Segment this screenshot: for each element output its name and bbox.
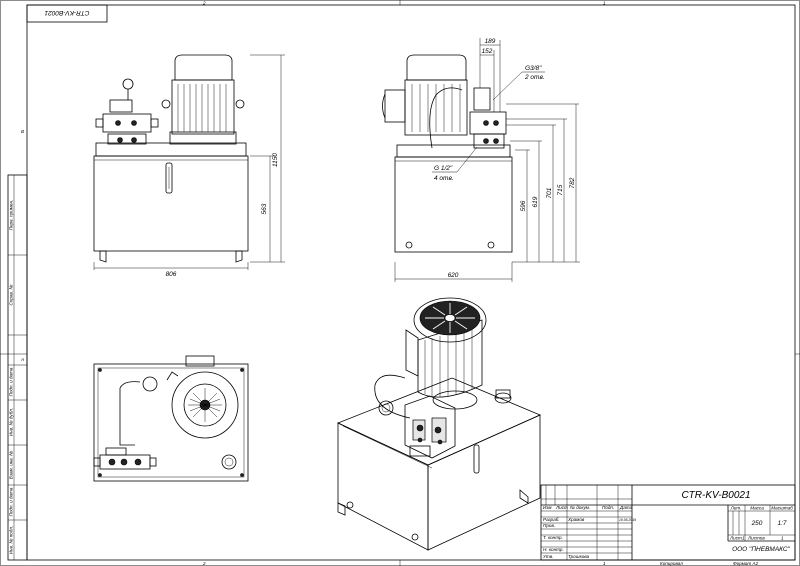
side-height-dim-3: 715 (557, 184, 564, 195)
tb-header-izm: Изм (543, 505, 552, 510)
tb-header-doc: № докум. (570, 505, 590, 510)
top-view (93, 355, 249, 482)
rotated-code: CTR-KV-B0021 (44, 9, 89, 16)
tb-col-lit: Лит. (730, 506, 742, 511)
stamp-label-2: Подп. и дата (9, 367, 14, 396)
port-g38-label: G3/8" (525, 65, 542, 72)
drawing-frame (26, 4, 796, 561)
top-motor-circle (171, 371, 239, 439)
front-view: 806 563 1150 (93, 54, 285, 278)
stamp-label-6: Инв. № подл. (9, 526, 14, 555)
front-total-height-dim: 1150 (272, 153, 279, 167)
zone-left-b: В (21, 129, 24, 134)
front-tank-height-dim: 563 (261, 203, 268, 214)
stamp-label-3: Инв. № дубл. (9, 408, 14, 436)
iso-tank-left-face (337, 422, 429, 551)
tb-role-1: Пров. (543, 523, 555, 528)
tb-sheets-label: Листов (747, 536, 765, 541)
tb-role-0: Разраб. (543, 517, 560, 522)
front-valve-block (102, 113, 152, 133)
side-height-dim-1: 619 (532, 196, 539, 207)
zone-bottom-1: 1 (603, 561, 606, 566)
tb-scale-value: 1:7 (777, 520, 786, 527)
iso-tank-right-face (427, 414, 541, 551)
side-view: 620 596 619 701 715 782 189 152 G3/8 (382, 38, 580, 282)
stamp-label-5: Подп. и дата (9, 487, 14, 516)
side-width-dim: 620 (448, 272, 459, 279)
tb-header-list: Лист (555, 505, 568, 510)
tb-sheets-num: 1 (781, 536, 784, 541)
tb-developer-name: Храмов (567, 517, 585, 522)
tb-header-date: Дата (619, 505, 633, 510)
top-pipe (119, 388, 135, 446)
tb-col-scale: Масштаб (771, 506, 793, 511)
zone-bottom-2: 2 (202, 561, 206, 566)
copied-label: Копировал (660, 561, 683, 566)
iso-filler-cap (494, 392, 512, 404)
front-pressure-gauge (122, 78, 134, 90)
tb-company: ООО "ПНЕВМАКС" (732, 546, 791, 553)
side-height-dim-0: 596 (520, 200, 527, 211)
tb-sheet-num: 1 (742, 536, 745, 541)
tb-role-2: Т. контр. (543, 535, 563, 540)
zone-top-2: 2 (202, 1, 206, 6)
front-motor-body (171, 79, 235, 135)
stamp-label-4: Взам. инв. № (9, 451, 14, 479)
title-block: CTR-KV-B0021 Изм Лист № докум. Подп. Дат… (540, 484, 796, 561)
tb-role-3: Н. контр. (543, 547, 564, 552)
format-label: Формат А2 (733, 561, 759, 566)
side-stamp: Перв. примен. Справ. № Подп. и дата Инв.… (7, 174, 28, 561)
tb-mass-value: 250 (751, 520, 763, 527)
tb-header-sign: Подп. (602, 505, 614, 510)
stamp-label-1: Справ. № (9, 285, 14, 306)
side-height-dim-2: 701 (546, 187, 553, 198)
port-g12-label: G 1/2" (434, 165, 453, 172)
iso-fan-cover (413, 297, 487, 343)
side-tank (394, 156, 513, 253)
front-tank (93, 155, 249, 252)
side-hose (429, 87, 463, 149)
side-top-dim-0: 189 (485, 38, 496, 45)
title-doc-code: CTR-KV-B0021 (681, 490, 750, 501)
iso-valve-block (404, 395, 456, 459)
top-tank-outline (93, 363, 249, 482)
tb-approver-name: Трошкова (568, 554, 590, 559)
zone-top-1: 1 (603, 1, 606, 6)
side-top-dim-1: 152 (482, 48, 493, 55)
tb-col-mass: Масса (750, 506, 764, 511)
tb-sheet-label: Лист (729, 536, 742, 541)
front-motor-fan-cover (174, 54, 233, 81)
port-g12-count: 4 отв. (434, 175, 454, 182)
isometric-view (336, 297, 542, 551)
port-g38-count: 2 отв. (524, 74, 545, 81)
tb-role-4: Утв. (543, 554, 553, 559)
tb-developer-date: 19.06.2019 (619, 518, 636, 522)
side-height-dim-4: 782 (569, 177, 576, 188)
iso-pressure-gauge (378, 400, 394, 416)
iso-motor-body (417, 319, 483, 398)
front-width-dim: 806 (166, 271, 177, 278)
front-sight-glass (165, 162, 173, 194)
iso-sight-glass (473, 444, 480, 474)
top-gauge (142, 376, 158, 392)
zone-left-a: А (20, 357, 24, 362)
rotated-code-box: CTR-KV-B0021 (26, 4, 108, 23)
stamp-label-0: Перв. примен. (9, 200, 14, 231)
